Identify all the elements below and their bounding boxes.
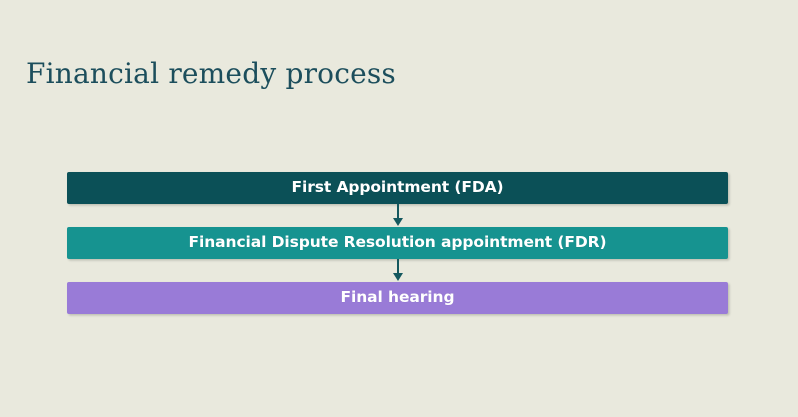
flow-step-fdr[interactable]: Financial Dispute Resolution appointment… [67, 227, 728, 259]
page-title: Financial remedy process [26, 57, 397, 90]
connector-fda-to-fdr [67, 204, 728, 227]
flow-step-fda-label: First Appointment (FDA) [291, 178, 504, 197]
flow-step-final-hearing[interactable]: Final hearing [67, 282, 728, 314]
connector-fdr-to-final-hearing [67, 259, 728, 282]
flow-step-fdr-label: Financial Dispute Resolution appointment… [188, 233, 607, 252]
process-flowchart: First Appointment (FDA) Financial Disput… [67, 172, 728, 314]
arrow-down-icon [392, 204, 403, 226]
flow-step-fda[interactable]: First Appointment (FDA) [67, 172, 728, 204]
arrow-down-icon [392, 259, 403, 281]
flow-step-final-hearing-label: Final hearing [340, 288, 455, 307]
